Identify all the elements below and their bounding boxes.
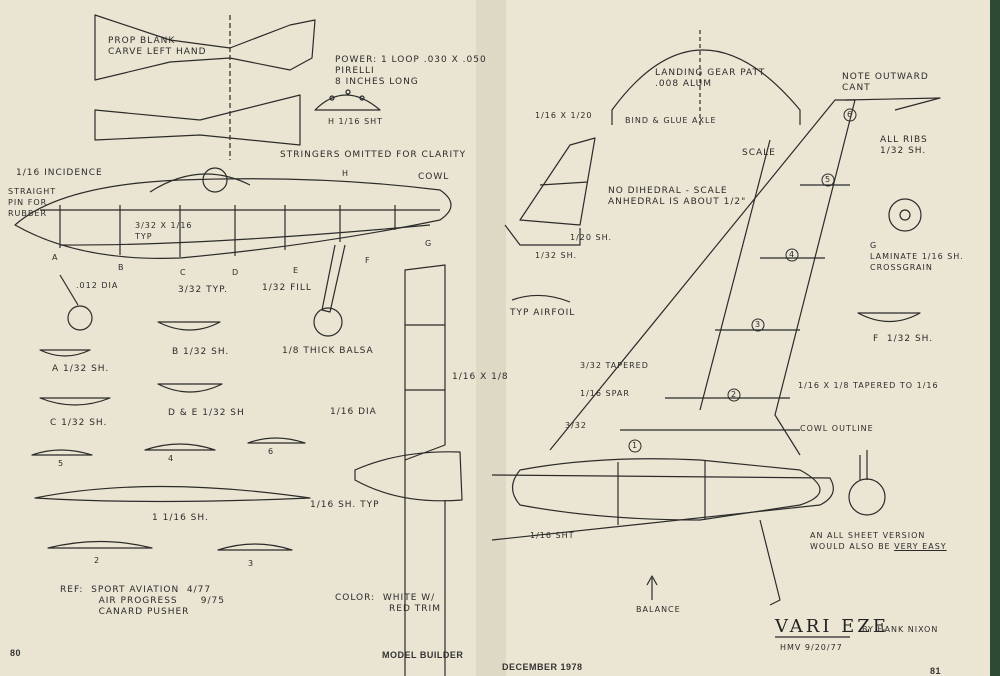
cowl-outline-label: COWL OUTLINE [800, 424, 874, 433]
rib-1-airfoil [34, 485, 311, 503]
wheel-g-label: G LAMINATE 1/16 SH. CROSSGRAIN [870, 241, 964, 272]
former-a-shape [39, 349, 91, 357]
rib-number-label: 1 [632, 441, 639, 450]
spar-1-16-label: 1/16 SPAR [580, 389, 630, 398]
former-de-shape [157, 383, 223, 393]
balsa-label: 1/8 THICK BALSA [282, 346, 374, 356]
cowl-label: COWL [418, 172, 450, 182]
spar-label: 1/16 X 1/8 [452, 372, 509, 382]
rib-6-label: 6 [268, 447, 275, 456]
rib-5-label: 5 [58, 459, 65, 468]
former-f-shape [857, 312, 921, 322]
pilot-head [202, 167, 228, 193]
nose-wheel [313, 307, 343, 337]
stick-3-32-label: 3/32 [565, 421, 587, 430]
straight-pin-label: STRAIGHT PIN FOR RUBBER [8, 187, 57, 218]
typ-3-32-label: 3/32 TYP. [178, 285, 228, 295]
rib-4-label: 4 [168, 454, 175, 463]
former-a-sh-label: A 1/32 SH. [52, 364, 110, 374]
former-b-shape [157, 321, 221, 331]
sheet-version-note: AN ALL SHEET VERSION WOULD ALSO BE VERY … [810, 531, 947, 551]
former-b-label: B [118, 263, 125, 272]
tapered-label: 3/32 TAPERED [580, 361, 649, 370]
rib-number-label: 5 [825, 175, 832, 184]
plan-title: VARI EZE [775, 616, 889, 637]
plan-signature: HMV 9/20/77 [780, 643, 843, 652]
note-outward-label: NOTE OUTWARD CANT [842, 72, 929, 93]
canopy [149, 173, 251, 193]
gutter-shadow [476, 0, 506, 676]
former-a-label: A [52, 253, 59, 262]
h-former-label: H 1/16 SHT [328, 117, 384, 126]
left-page-number: 80 [10, 648, 22, 658]
rib-number-label: 2 [731, 390, 738, 399]
nose-cone [354, 451, 463, 502]
prop-blank-label: PROP BLANK CARVE LEFT HAND [108, 36, 207, 57]
former-f-label: F [365, 256, 371, 265]
power-label: POWER: 1 LOOP .030 X .050 PIRELLI 8 INCH… [335, 55, 487, 87]
sh-typ-label: 1/16 SH. TYP [310, 500, 380, 510]
former-h-label: H [342, 169, 350, 178]
rib-1-label: 1 1/16 SH. [152, 513, 209, 523]
magazine-name: MODEL BUILDER [382, 650, 464, 660]
all-ribs-label: ALL RIBS 1/32 SH. [880, 135, 928, 156]
rib-3-label: 3 [248, 559, 255, 568]
prop-blank-top-view [94, 14, 316, 81]
rib-number-label: 3 [755, 320, 762, 329]
rib-2-label: 2 [94, 556, 101, 565]
gear-pattern-label: LANDING GEAR PATT .008 ALUM [655, 68, 766, 89]
right-page-number: 81 [930, 666, 942, 676]
taper-label: 1/16 X 1/8 TAPERED TO 1/16 [798, 381, 939, 390]
former-e-label: E [293, 266, 300, 275]
stringers-note: STRINGERS OMITTED FOR CLARITY [280, 150, 467, 160]
no-dihedral-note: NO DIHEDRAL - SCALE ANHEDRAL IS ABOUT 1/… [608, 186, 747, 207]
fin-1-32-label: 1/32 SH. [535, 251, 578, 260]
canard-frame [404, 264, 446, 461]
prop-blank-side-view [94, 94, 301, 146]
former-de-sh-label: D & E 1/32 SH [168, 408, 245, 418]
former-b-sh-label: B 1/32 SH. [172, 347, 230, 357]
nose-gear-leg [321, 244, 346, 313]
fin-small [519, 137, 596, 226]
h-former [314, 94, 381, 111]
binding-edge [990, 0, 1000, 676]
left-page [0, 0, 492, 676]
fuselage-outline [14, 178, 452, 259]
sht-label: 1/16 SHT [530, 531, 575, 540]
former-d-label: D [232, 268, 240, 277]
rear-fuselage [491, 474, 834, 541]
stick-size-label: 3/32 X 1/16 TYP [135, 221, 193, 241]
former-c-label: C [180, 268, 187, 277]
scale-label: SCALE [742, 148, 776, 158]
former-g-label: G [425, 239, 433, 248]
very-easy-text: VERY EASY [894, 542, 947, 551]
right-page [492, 0, 992, 676]
former-c-sh-label: C 1/32 SH. [50, 418, 108, 428]
incidence-label: 1/16 INCIDENCE [16, 168, 103, 178]
rib-number-label: 4 [789, 250, 796, 259]
wheel-g [888, 198, 922, 232]
rib-number-label: 6 [847, 110, 854, 119]
fin-size-label: 1/16 X 1/20 [535, 111, 593, 120]
fill-label: 1/32 FILL [262, 283, 312, 293]
former-f-sh-label: F 1/32 SH. [873, 334, 934, 344]
cowl-outline-shape [511, 458, 821, 521]
dia-1-16-label: 1/16 DIA [330, 407, 377, 417]
reference-list: REF: SPORT AVIATION 4/77 AIR PROGRESS 9/… [60, 585, 226, 617]
plan-byline: BY HANK NIXON [862, 625, 939, 634]
typ-airfoil-label: TYP AIRFOIL [510, 308, 576, 318]
balance-label: BALANCE [636, 605, 681, 614]
fin-1-20-label: 1/20 SH. [570, 233, 613, 242]
issue-date: DECEMBER 1978 [502, 662, 583, 672]
color-note: COLOR: WHITE W/ RED TRIM [335, 593, 441, 614]
landing-gear-pattern [611, 49, 801, 125]
dia-012-label: .012 DIA [76, 281, 119, 290]
former-c-shape [39, 397, 111, 406]
bind-glue-label: BIND & GLUE AXLE [625, 116, 717, 125]
